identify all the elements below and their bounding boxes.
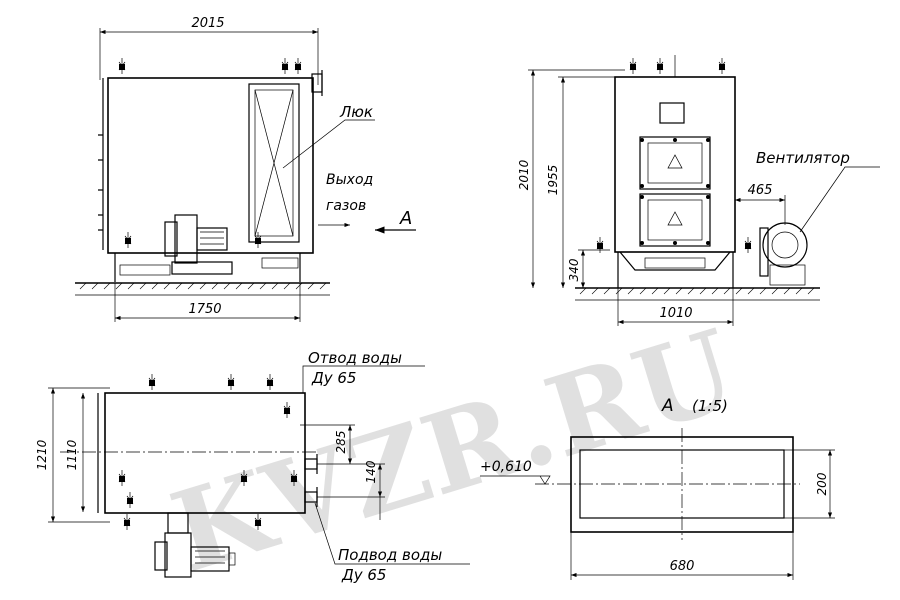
label-level: +0,610: [480, 459, 532, 475]
dim-465: 465: [748, 183, 773, 198]
label-outlet-2: Ду 65: [311, 369, 356, 387]
label-scale: (1:5): [692, 397, 728, 415]
boiler-body-plan: [104, 392, 306, 514]
plan-view: 1210 1110 285 140: [35, 349, 470, 584]
dim-2010: 2010: [517, 159, 531, 190]
label-fan: Вентилятор: [756, 149, 850, 167]
label-exit-1: Выход: [326, 172, 373, 188]
label-hatch: Люк: [339, 103, 373, 121]
dim-140: 140: [364, 460, 378, 483]
dim-285: 285: [334, 431, 348, 454]
label-view-a: A: [399, 208, 412, 229]
label-inlet-2: Ду 65: [341, 566, 386, 584]
dim-1955: 1955: [546, 165, 560, 196]
label-inlet-1: Подвод воды: [338, 546, 442, 564]
view-a-detail: A (1:5) +0,610 200 680: [480, 396, 835, 580]
fan-housing: [762, 222, 808, 268]
dim-340: 340: [567, 258, 581, 281]
dim-1110: 1110: [65, 439, 79, 470]
label-outlet-1: Отвод воды: [308, 349, 402, 367]
door-upper: [639, 136, 711, 190]
watermark: KVZR.RU: [158, 305, 749, 597]
dim-1010: 1010: [659, 306, 692, 321]
door-lower: [639, 193, 711, 247]
boiler-body-front: [107, 77, 314, 254]
front-view: 2015: [75, 16, 416, 322]
hatch: [248, 83, 300, 243]
dim-2015: 2015: [191, 16, 224, 31]
label-section-a: A: [661, 396, 674, 416]
side-view: 2010 1955 340: [517, 55, 880, 326]
dim-200: 200: [815, 472, 829, 495]
dim-1210: 1210: [35, 439, 49, 470]
label-exit-2: газов: [326, 198, 366, 214]
dim-680: 680: [670, 559, 695, 574]
dim-1750: 1750: [188, 302, 221, 317]
